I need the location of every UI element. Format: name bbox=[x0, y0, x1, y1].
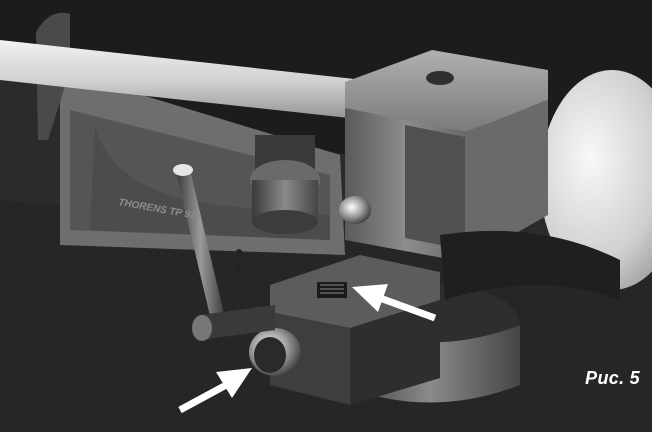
arrow-icon bbox=[352, 284, 437, 322]
bearing-base bbox=[252, 210, 318, 234]
frame-edge bbox=[652, 0, 658, 440]
cue-lever-base bbox=[200, 305, 275, 340]
block-hole bbox=[426, 71, 454, 85]
antiskate-block-top bbox=[270, 255, 440, 328]
bearing-block-side bbox=[465, 100, 548, 262]
plate-screw bbox=[236, 249, 242, 255]
frame-edge bbox=[0, 432, 658, 440]
cue-lever-pivot bbox=[192, 315, 212, 341]
arrow-icon bbox=[178, 368, 252, 414]
counterweight bbox=[540, 70, 652, 290]
cue-lever-tip bbox=[173, 164, 193, 176]
antiskate-knob-face bbox=[254, 337, 286, 373]
plate-screw bbox=[236, 265, 242, 271]
antiskate-scale bbox=[317, 282, 347, 298]
bearing-block-top bbox=[345, 50, 548, 132]
antiskate-block-side bbox=[350, 300, 440, 405]
arm-carrier bbox=[440, 230, 620, 300]
tonearm-scene: THORENS TP 92 bbox=[0, 0, 652, 414]
figure-caption: Рис. 5 bbox=[585, 368, 640, 388]
block-slot bbox=[405, 125, 465, 250]
cue-lever bbox=[176, 170, 225, 320]
side-screw-icon bbox=[339, 196, 371, 224]
